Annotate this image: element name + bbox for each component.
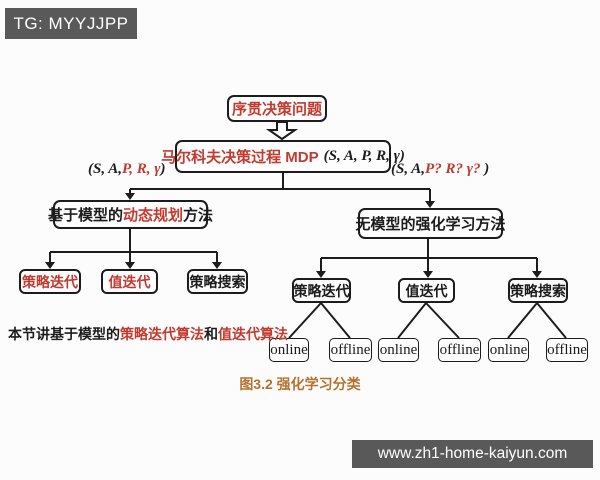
policy-iteration-node-right: 策略迭代 [292, 278, 351, 303]
model-based-node: 基于模型的动态规划方法 [48, 200, 213, 229]
model-free-node: 无模型的强化学习方法 [355, 208, 506, 239]
model-based-red: 动态规划 [123, 207, 184, 224]
url-watermark-banner: www.zh1-home-kaiyun.com [352, 440, 593, 468]
online-node-2: online [378, 338, 419, 362]
model-free-label: 无模型的强化学习方法 [355, 216, 506, 233]
url-watermark-text: www.zh1-home-kaiyun.com [377, 445, 568, 462]
left-tuple-pre: (S, A, [88, 161, 123, 177]
left-tuple-post: ) [160, 161, 166, 177]
note-pre: 本节讲基于模型的 [8, 326, 120, 342]
offline-label-1: offline [330, 341, 371, 358]
policy-search-node-right: 策略搜索 [508, 278, 568, 303]
online-node-3: online [488, 338, 529, 362]
offline-label-2: offline [439, 341, 480, 358]
right-tuple-annotation: (S, A,P? R? γ? ) [391, 161, 489, 178]
root-node-label: 序贯决策问题 [231, 101, 322, 118]
mdp-tuple-text: (S, A, P, R, γ) [323, 148, 405, 164]
right-tuple-pre: (S, A, [391, 161, 426, 177]
online-label-2: online [379, 341, 418, 358]
figure-caption-text: 图3.2 强化学习分类 [239, 376, 361, 392]
model-based-pre: 基于模型的 [47, 207, 123, 224]
figure-caption: 图3.2 强化学习分类 [0, 374, 600, 394]
value-iteration-node-right: 值迭代 [398, 278, 455, 303]
policy-iteration-right-label: 策略迭代 [293, 282, 350, 299]
mdp-node-label: 马尔科夫决策过程 MDP [161, 149, 319, 166]
left-tuple-red: P, R, γ [122, 161, 161, 177]
model-based-post: 方法 [183, 207, 214, 224]
offline-node-2: offline [438, 338, 481, 362]
note-red1: 策略迭代算法 [120, 326, 204, 342]
right-tuple-post: ) [480, 161, 490, 177]
policy-search-node-left: 策略搜索 [187, 269, 248, 294]
tg-watermark-banner: TG: MYYJJPP [5, 8, 137, 39]
value-iteration-node-left: 值迭代 [101, 269, 158, 294]
policy-search-left-label: 策略搜索 [189, 273, 246, 290]
right-tuple-red: P? R? γ? [425, 161, 481, 177]
policy-search-right-label: 策略搜索 [510, 282, 566, 299]
note-text: 本节讲基于模型的策略迭代算法和值迭代算法 [8, 324, 288, 344]
note-red2: 值迭代算法 [218, 326, 288, 342]
root-node-sequential-decision: 序贯决策问题 [227, 95, 327, 122]
tg-watermark-text: TG: MYYJJPP [13, 13, 129, 33]
offline-node-3: offline [546, 338, 588, 362]
left-tuple-annotation: (S, A,P, R, γ) [88, 161, 166, 178]
note-mid: 和 [204, 326, 218, 342]
online-label-1: online [270, 341, 308, 358]
policy-iteration-left-label: 策略迭代 [22, 273, 78, 290]
block-arrow-icon [265, 121, 299, 141]
value-iteration-right-label: 值迭代 [405, 282, 448, 299]
policy-iteration-node-left: 策略迭代 [19, 269, 81, 294]
offline-node-1: offline [329, 338, 372, 362]
mdp-node: 马尔科夫决策过程 MDP (S, A, P, R, γ) [161, 140, 405, 173]
online-node-1: online [269, 338, 309, 362]
value-iteration-left-label: 值迭代 [108, 273, 151, 290]
online-label-3: online [489, 341, 528, 358]
offline-label-3: offline [547, 341, 587, 358]
